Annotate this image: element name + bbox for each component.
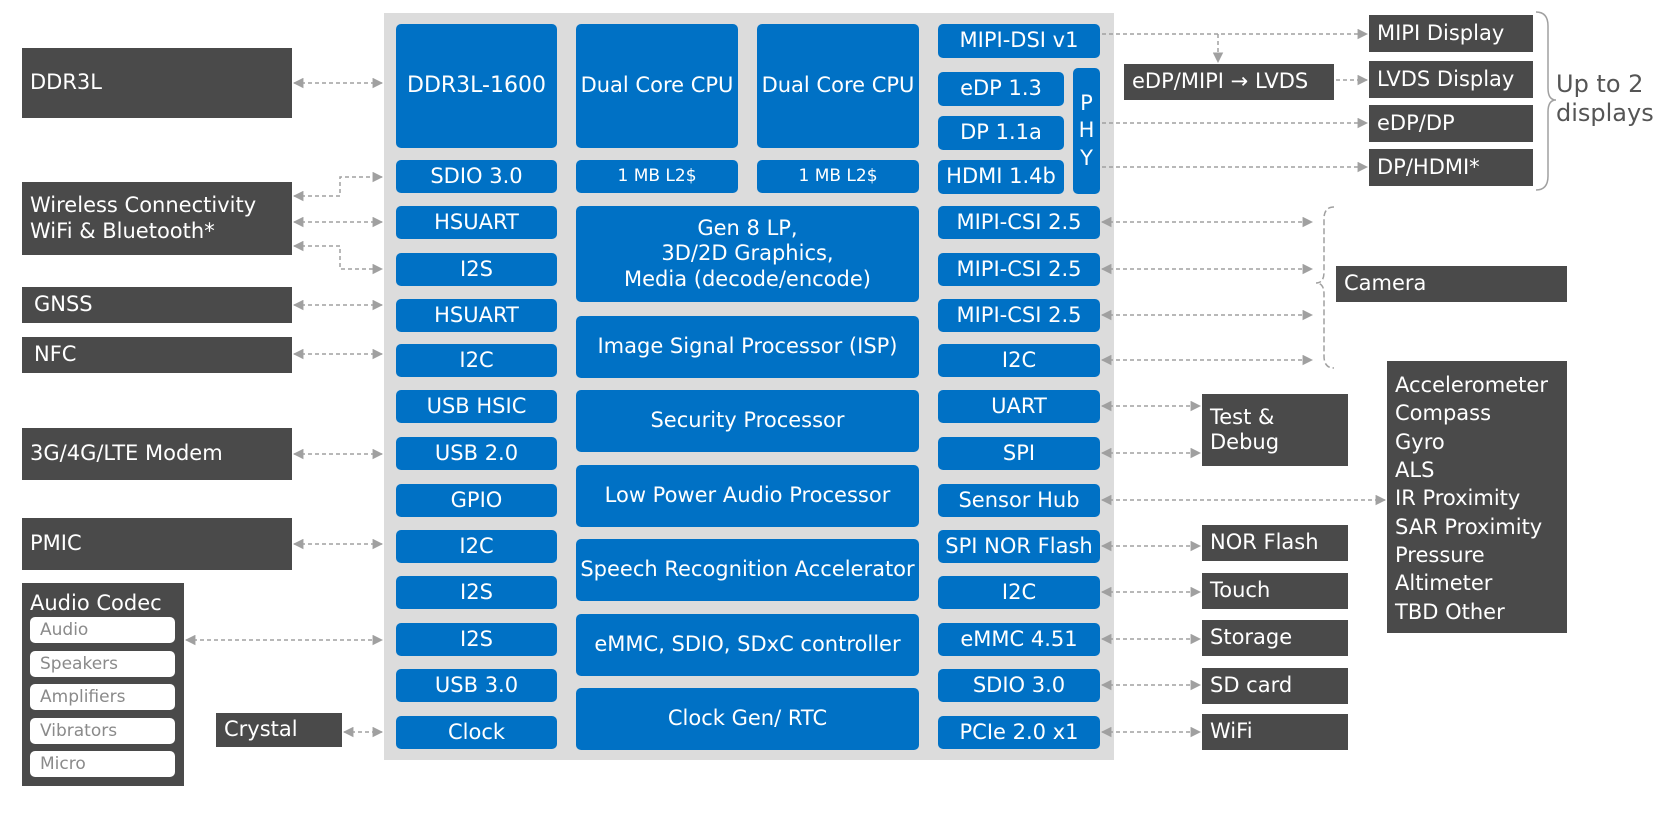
nfc-ext: NFC [22,337,292,373]
sd-card-ext: SD card [1202,668,1348,704]
i2c-1-block: I2C [396,344,557,377]
mipi-dsi-block: MIPI-DSI v1 [938,24,1100,58]
hsuart-2-block: HSUART [396,299,557,332]
clock-gen-rtc-block: Clock Gen/ RTC [576,688,919,750]
ddr3l-ext: DDR3L [22,48,292,118]
speech-accelerator-block: Speech Recognition Accelerator [576,539,919,601]
usb-hsic-block: USB HSIC [396,390,557,423]
i2c-2-block: I2C [396,530,557,563]
hdmi-1-4b-block: HDMI 1.4b [938,160,1064,194]
displays-brace [1535,11,1557,191]
dp-1-1a-block: DP 1.1a [938,116,1064,150]
touch-ext: Touch [1202,573,1348,609]
storage-ext: Storage [1202,620,1348,656]
l2-cache-2-block: 1 MB L2$ [757,160,919,193]
audio-codec-item-speakers: Speakers [30,651,175,677]
pcie-block: PCIe 2.0 x1 [938,716,1100,749]
audio-processor-block: Low Power Audio Processor [576,465,919,527]
sdio-3-0-right-block: SDIO 3.0 [938,669,1100,702]
dual-core-cpu-1-block: Dual Core CPU [576,24,738,148]
audio-codec-item-micro: Micro [30,751,175,777]
audio-codec-item-amplifiers: Amplifiers [30,684,175,710]
edp-dp-ext: eDP/DP [1369,105,1533,142]
gpio-block: GPIO [396,484,557,517]
emmc-4-51-block: eMMC 4.51 [938,623,1100,656]
ddr3l-1600-block: DDR3L-1600 [396,24,557,148]
displays-note: Up to 2 displays [1556,70,1654,127]
audio-codec-item-audio: Audio [30,617,175,643]
pmic-ext: PMIC [22,518,292,570]
wifi-ext: WiFi [1202,714,1348,750]
mipi-csi-1-block: MIPI-CSI 2.5 [938,206,1100,239]
audio-codec-item-vibrators: Vibrators [30,718,175,744]
i2s-2-block: I2S [396,576,557,609]
lvds-display-ext: LVDS Display [1369,61,1533,98]
uart-block: UART [938,390,1100,423]
camera-brace [1315,206,1335,369]
emmc-controller-block: eMMC, SDIO, SDxC controller [576,614,919,676]
gnss-ext: GNSS [22,287,292,323]
sensors-ext: Accelerometer Compass Gyro ALS IR Proxim… [1387,361,1567,633]
hsuart-1-block: HSUART [396,206,557,239]
mipi-display-ext: MIPI Display [1369,15,1533,52]
mipi-csi-3-block: MIPI-CSI 2.5 [938,299,1100,332]
l2-cache-1-block: 1 MB L2$ [576,160,738,193]
usb-3-0-block: USB 3.0 [396,669,557,702]
wireless-ext: Wireless Connectivity WiFi & Bluetooth* [22,182,292,255]
edp-mipi-lvds-ext: eDP/MIPI → LVDS [1124,64,1334,100]
crystal-ext: Crystal [216,713,342,747]
usb-2-0-block: USB 2.0 [396,437,557,470]
clock-block: Clock [396,716,557,749]
i2s-1-block: I2S [396,253,557,286]
sensor-hub-block: Sensor Hub [938,484,1100,517]
modem-ext: 3G/4G/LTE Modem [22,428,292,480]
i2s-3-block: I2S [396,623,557,656]
phy-block: P H Y [1073,68,1100,194]
i2c-right-2-block: I2C [938,576,1100,609]
spi-nor-flash-block: SPI NOR Flash [938,530,1100,563]
i2c-right-1-block: I2C [938,344,1100,377]
gen8-graphics-block: Gen 8 LP, 3D/2D Graphics, Media (decode/… [576,206,919,302]
line-wireless-i2s [292,240,384,275]
spi-block: SPI [938,437,1100,470]
line-wireless-sdio [292,171,384,202]
edp-1-3-block: eDP 1.3 [938,72,1064,106]
dual-core-cpu-2-block: Dual Core CPU [757,24,919,148]
sdio-3-0-left-block: SDIO 3.0 [396,160,557,193]
isp-block: Image Signal Processor (ISP) [576,316,919,378]
mipi-csi-2-block: MIPI-CSI 2.5 [938,253,1100,286]
test-debug-ext: Test & Debug [1202,394,1348,466]
dp-hdmi-ext: DP/HDMI* [1369,149,1533,186]
camera-ext: Camera [1336,266,1567,302]
security-processor-block: Security Processor [576,390,919,452]
nor-flash-ext: NOR Flash [1202,525,1348,561]
